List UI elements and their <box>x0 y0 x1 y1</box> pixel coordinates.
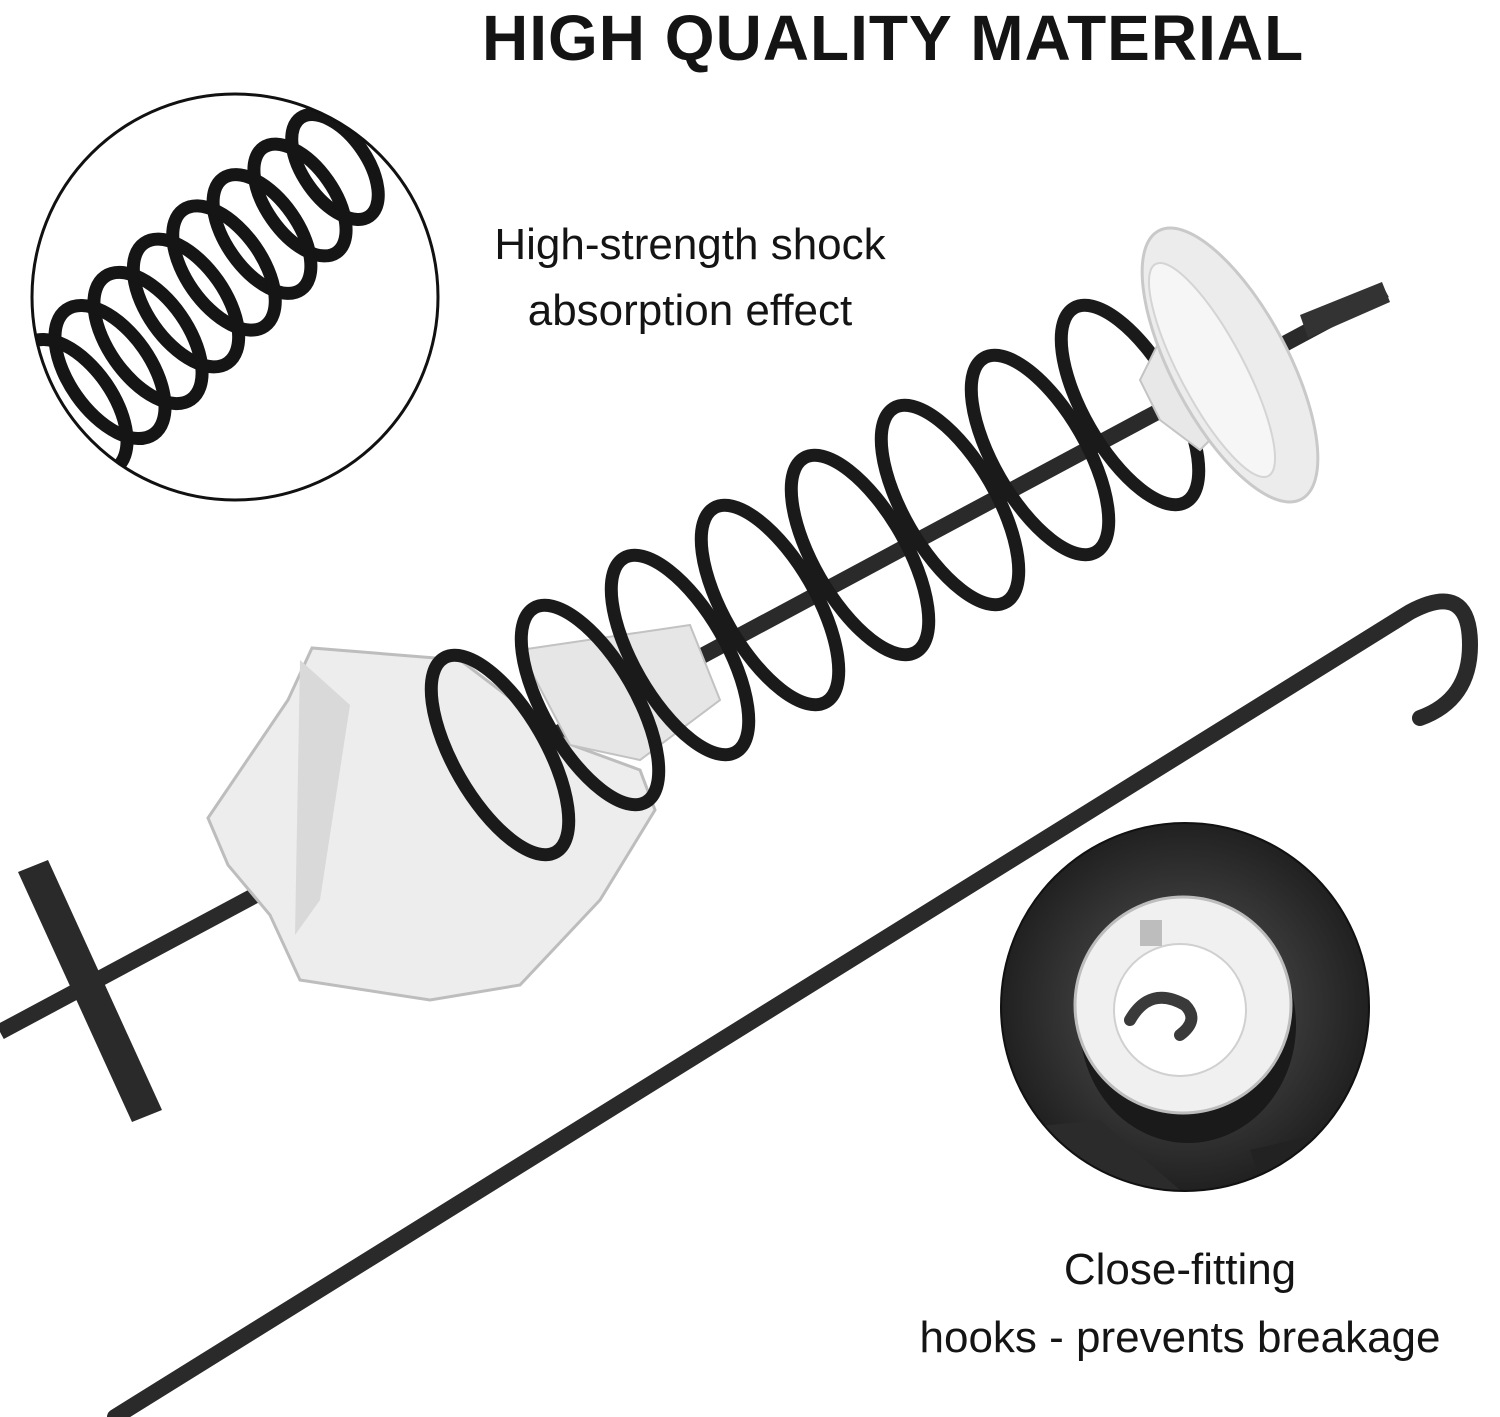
headline: HIGH QUALITY MATERIAL <box>482 2 1305 74</box>
hook-rod-image <box>107 593 1478 1417</box>
spring-zoom-image <box>30 92 440 502</box>
hook-feature-callout: Close-fitting hooks - prevents breakage <box>860 1236 1500 1372</box>
callout-line: absorption effect <box>527 286 853 335</box>
spring-feature-callout: High-strength shock absorption effect <box>440 212 940 344</box>
suspension-rod-image <box>0 226 1390 1122</box>
callout-line: High-strength shock <box>494 220 886 269</box>
callout-line: Close-fitting <box>1063 1245 1297 1294</box>
hook-socket-zoom-image <box>1000 822 1370 1192</box>
callout-line: hooks - prevents breakage <box>919 1313 1441 1362</box>
